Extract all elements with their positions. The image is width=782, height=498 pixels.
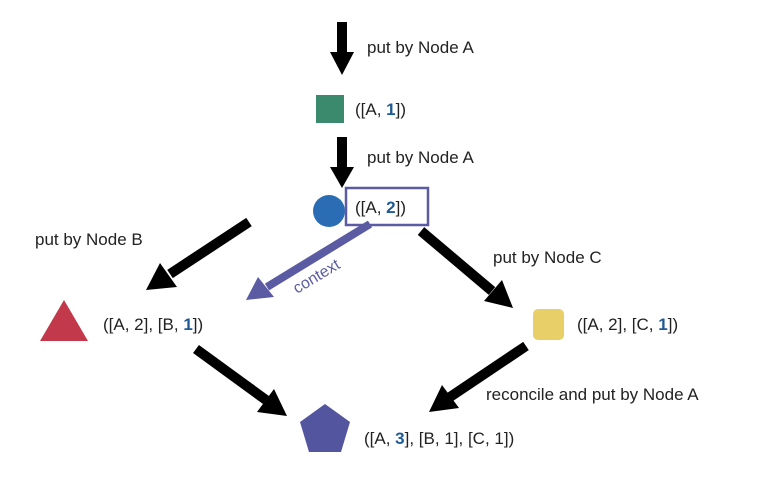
reconcile-label: reconcile and put by Node A [486, 385, 699, 404]
version-c-clock: ([A, 2], [C, 1]) [577, 315, 678, 334]
arrow-put-a-1 [330, 22, 354, 75]
version-reconciled-clock: ([A, 3], [B, 1], [C, 1]) [364, 429, 514, 448]
version-2-circle [313, 195, 345, 227]
arrow-reconcile [429, 341, 529, 412]
put-by-node-b-label: put by Node B [35, 230, 143, 249]
context-label: context [290, 256, 343, 297]
arrow-put-c [417, 227, 513, 308]
version-b-triangle [40, 300, 88, 341]
context-arrow [246, 220, 373, 300]
version-c-square [533, 309, 564, 340]
version-2-clock: ([A, 2]) [355, 198, 406, 217]
put-by-node-c-label: put by Node C [493, 248, 602, 267]
arrow-put-a-2 [330, 137, 354, 188]
version-1-square [316, 95, 344, 123]
version-b-clock: ([A, 2], [B, 1]) [103, 315, 203, 334]
version-1-clock: ([A, 1]) [355, 100, 406, 119]
arrow-put-b [146, 217, 252, 290]
put-by-node-a-label-1: put by Node A [367, 38, 474, 57]
put-by-node-a-label-2: put by Node A [367, 148, 474, 167]
arrow-merge-from-b [193, 344, 287, 416]
version-2-highlight-box [344, 186, 430, 227]
version-reconciled-pentagon [300, 404, 350, 452]
